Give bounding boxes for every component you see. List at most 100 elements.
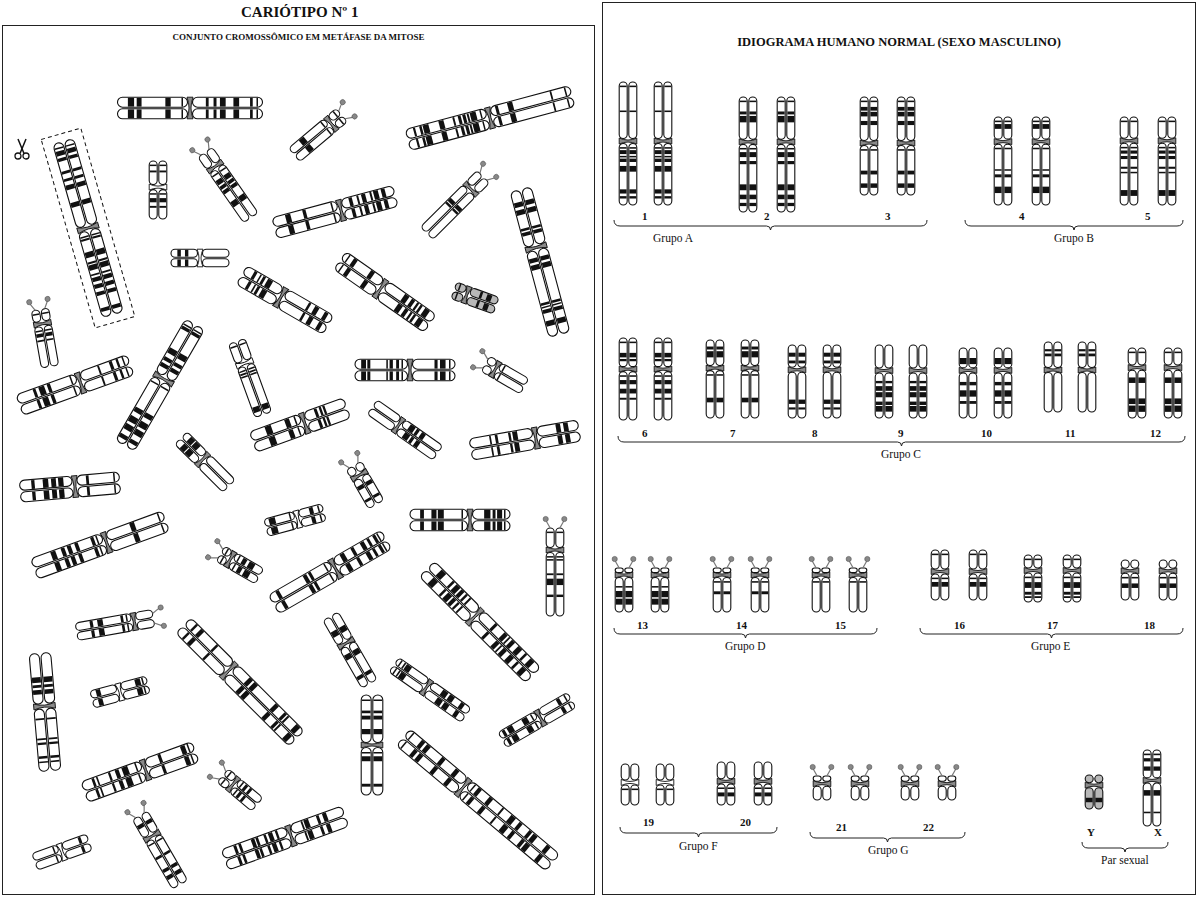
chromatid-arm bbox=[83, 366, 134, 393]
centromere bbox=[372, 278, 389, 299]
chromosome-band bbox=[466, 796, 475, 805]
chromosome bbox=[788, 345, 806, 418]
chromosome-band bbox=[159, 171, 166, 173]
chromosome-band bbox=[316, 815, 322, 824]
chromosome-band bbox=[1004, 358, 1011, 364]
chromosome-band bbox=[1073, 577, 1080, 579]
chromosome bbox=[754, 762, 772, 805]
chromosome-band bbox=[420, 308, 430, 318]
chromatid-arm bbox=[713, 568, 721, 573]
satellite bbox=[354, 450, 361, 457]
chromatid-arm bbox=[909, 345, 917, 368]
satellite bbox=[898, 764, 903, 769]
chromosome-band bbox=[1004, 401, 1011, 404]
chromosome-band bbox=[787, 116, 794, 122]
chromosome-band bbox=[960, 358, 967, 364]
chromosome-band bbox=[620, 86, 627, 88]
chromosome-band bbox=[664, 398, 671, 400]
chromosome-band bbox=[238, 193, 247, 202]
chromosome-band bbox=[187, 637, 196, 646]
chromatid-arm bbox=[89, 227, 123, 314]
chromatid-arm bbox=[171, 249, 198, 257]
centromere bbox=[1164, 365, 1182, 371]
chromatid-arm bbox=[897, 146, 905, 195]
chromosome-band bbox=[458, 702, 465, 710]
chromosome-number: 4 bbox=[1019, 210, 1025, 222]
chromosome-band bbox=[55, 146, 64, 150]
chromosome-band bbox=[484, 521, 490, 530]
chromosome bbox=[848, 764, 872, 800]
chromatid-arm bbox=[994, 144, 1002, 205]
chromatid-arm bbox=[664, 144, 672, 205]
chromosome-band bbox=[407, 299, 415, 308]
cut-outline bbox=[41, 128, 135, 328]
chromosome-band bbox=[33, 690, 42, 695]
chromatid-arm bbox=[34, 544, 107, 579]
chromosome-band bbox=[1086, 798, 1093, 802]
chromatid-arm bbox=[159, 161, 167, 185]
chromosome-band bbox=[511, 733, 520, 742]
chromosome-band bbox=[876, 402, 883, 405]
chromosome-band bbox=[535, 722, 540, 729]
chromosome-band bbox=[245, 281, 252, 290]
chromosome-band bbox=[177, 259, 180, 266]
chromosome-band bbox=[434, 697, 443, 706]
chromosome bbox=[116, 319, 205, 451]
chromatid-arm bbox=[619, 144, 627, 205]
chromosome-band bbox=[461, 521, 463, 530]
chromosome-band bbox=[449, 371, 451, 380]
satellite bbox=[667, 556, 672, 561]
chromatid-arm bbox=[1004, 373, 1012, 418]
chromosome-number: X bbox=[1154, 826, 1162, 838]
chromosome-band bbox=[489, 436, 492, 445]
chromosome-band bbox=[1168, 190, 1175, 196]
chromosome-band bbox=[282, 732, 292, 742]
chromosome-band bbox=[1159, 121, 1166, 123]
chromatid-arm bbox=[1095, 788, 1103, 809]
chromatid-arm bbox=[1088, 373, 1096, 413]
chromosome-band bbox=[37, 340, 44, 343]
chromosome-band bbox=[52, 846, 56, 853]
chromatid-arm bbox=[739, 144, 747, 212]
chromosome-band bbox=[247, 561, 256, 570]
chromosome-band bbox=[813, 581, 820, 583]
chromosome-band bbox=[661, 591, 668, 597]
chromatid-arm bbox=[619, 338, 627, 367]
chromosome-band bbox=[220, 779, 226, 785]
chromatid-arm bbox=[1078, 342, 1086, 368]
chromosome-band bbox=[159, 206, 166, 208]
centromere bbox=[531, 427, 541, 449]
chromatid-arm bbox=[246, 363, 271, 415]
chromosome-band bbox=[620, 380, 627, 384]
chromosome-band bbox=[239, 782, 245, 788]
chromatid-arm bbox=[994, 348, 1002, 368]
chromatid-arm bbox=[154, 834, 188, 884]
satellite-stalk bbox=[952, 769, 956, 776]
chromosome-band bbox=[547, 556, 554, 558]
chromatid-arm bbox=[171, 259, 198, 267]
chromatid-arm bbox=[135, 610, 153, 621]
chromosome-band bbox=[242, 854, 248, 863]
chromatid-arm bbox=[182, 432, 208, 458]
chromosome-band bbox=[861, 107, 868, 111]
centromere bbox=[361, 742, 383, 748]
satellite bbox=[189, 147, 196, 154]
chromosome-band bbox=[422, 744, 431, 754]
chromosome bbox=[717, 762, 735, 805]
chromosome-band bbox=[555, 423, 561, 432]
chromosome-band bbox=[264, 425, 273, 435]
chromosome-band bbox=[473, 123, 481, 133]
chromosome-band bbox=[629, 166, 636, 172]
chromosome-band bbox=[362, 756, 371, 761]
chromosome-band bbox=[233, 845, 239, 854]
satellite bbox=[26, 299, 32, 305]
chromosome bbox=[710, 556, 734, 612]
centromere bbox=[187, 97, 193, 119]
chromatid-arm bbox=[410, 521, 468, 531]
chromosome-band bbox=[75, 174, 84, 179]
chromosome-band bbox=[995, 124, 1002, 129]
chromosome-band bbox=[787, 101, 794, 103]
chromosome-band bbox=[372, 534, 379, 543]
chromosome-band bbox=[919, 386, 926, 391]
chromosome-band bbox=[42, 396, 51, 406]
